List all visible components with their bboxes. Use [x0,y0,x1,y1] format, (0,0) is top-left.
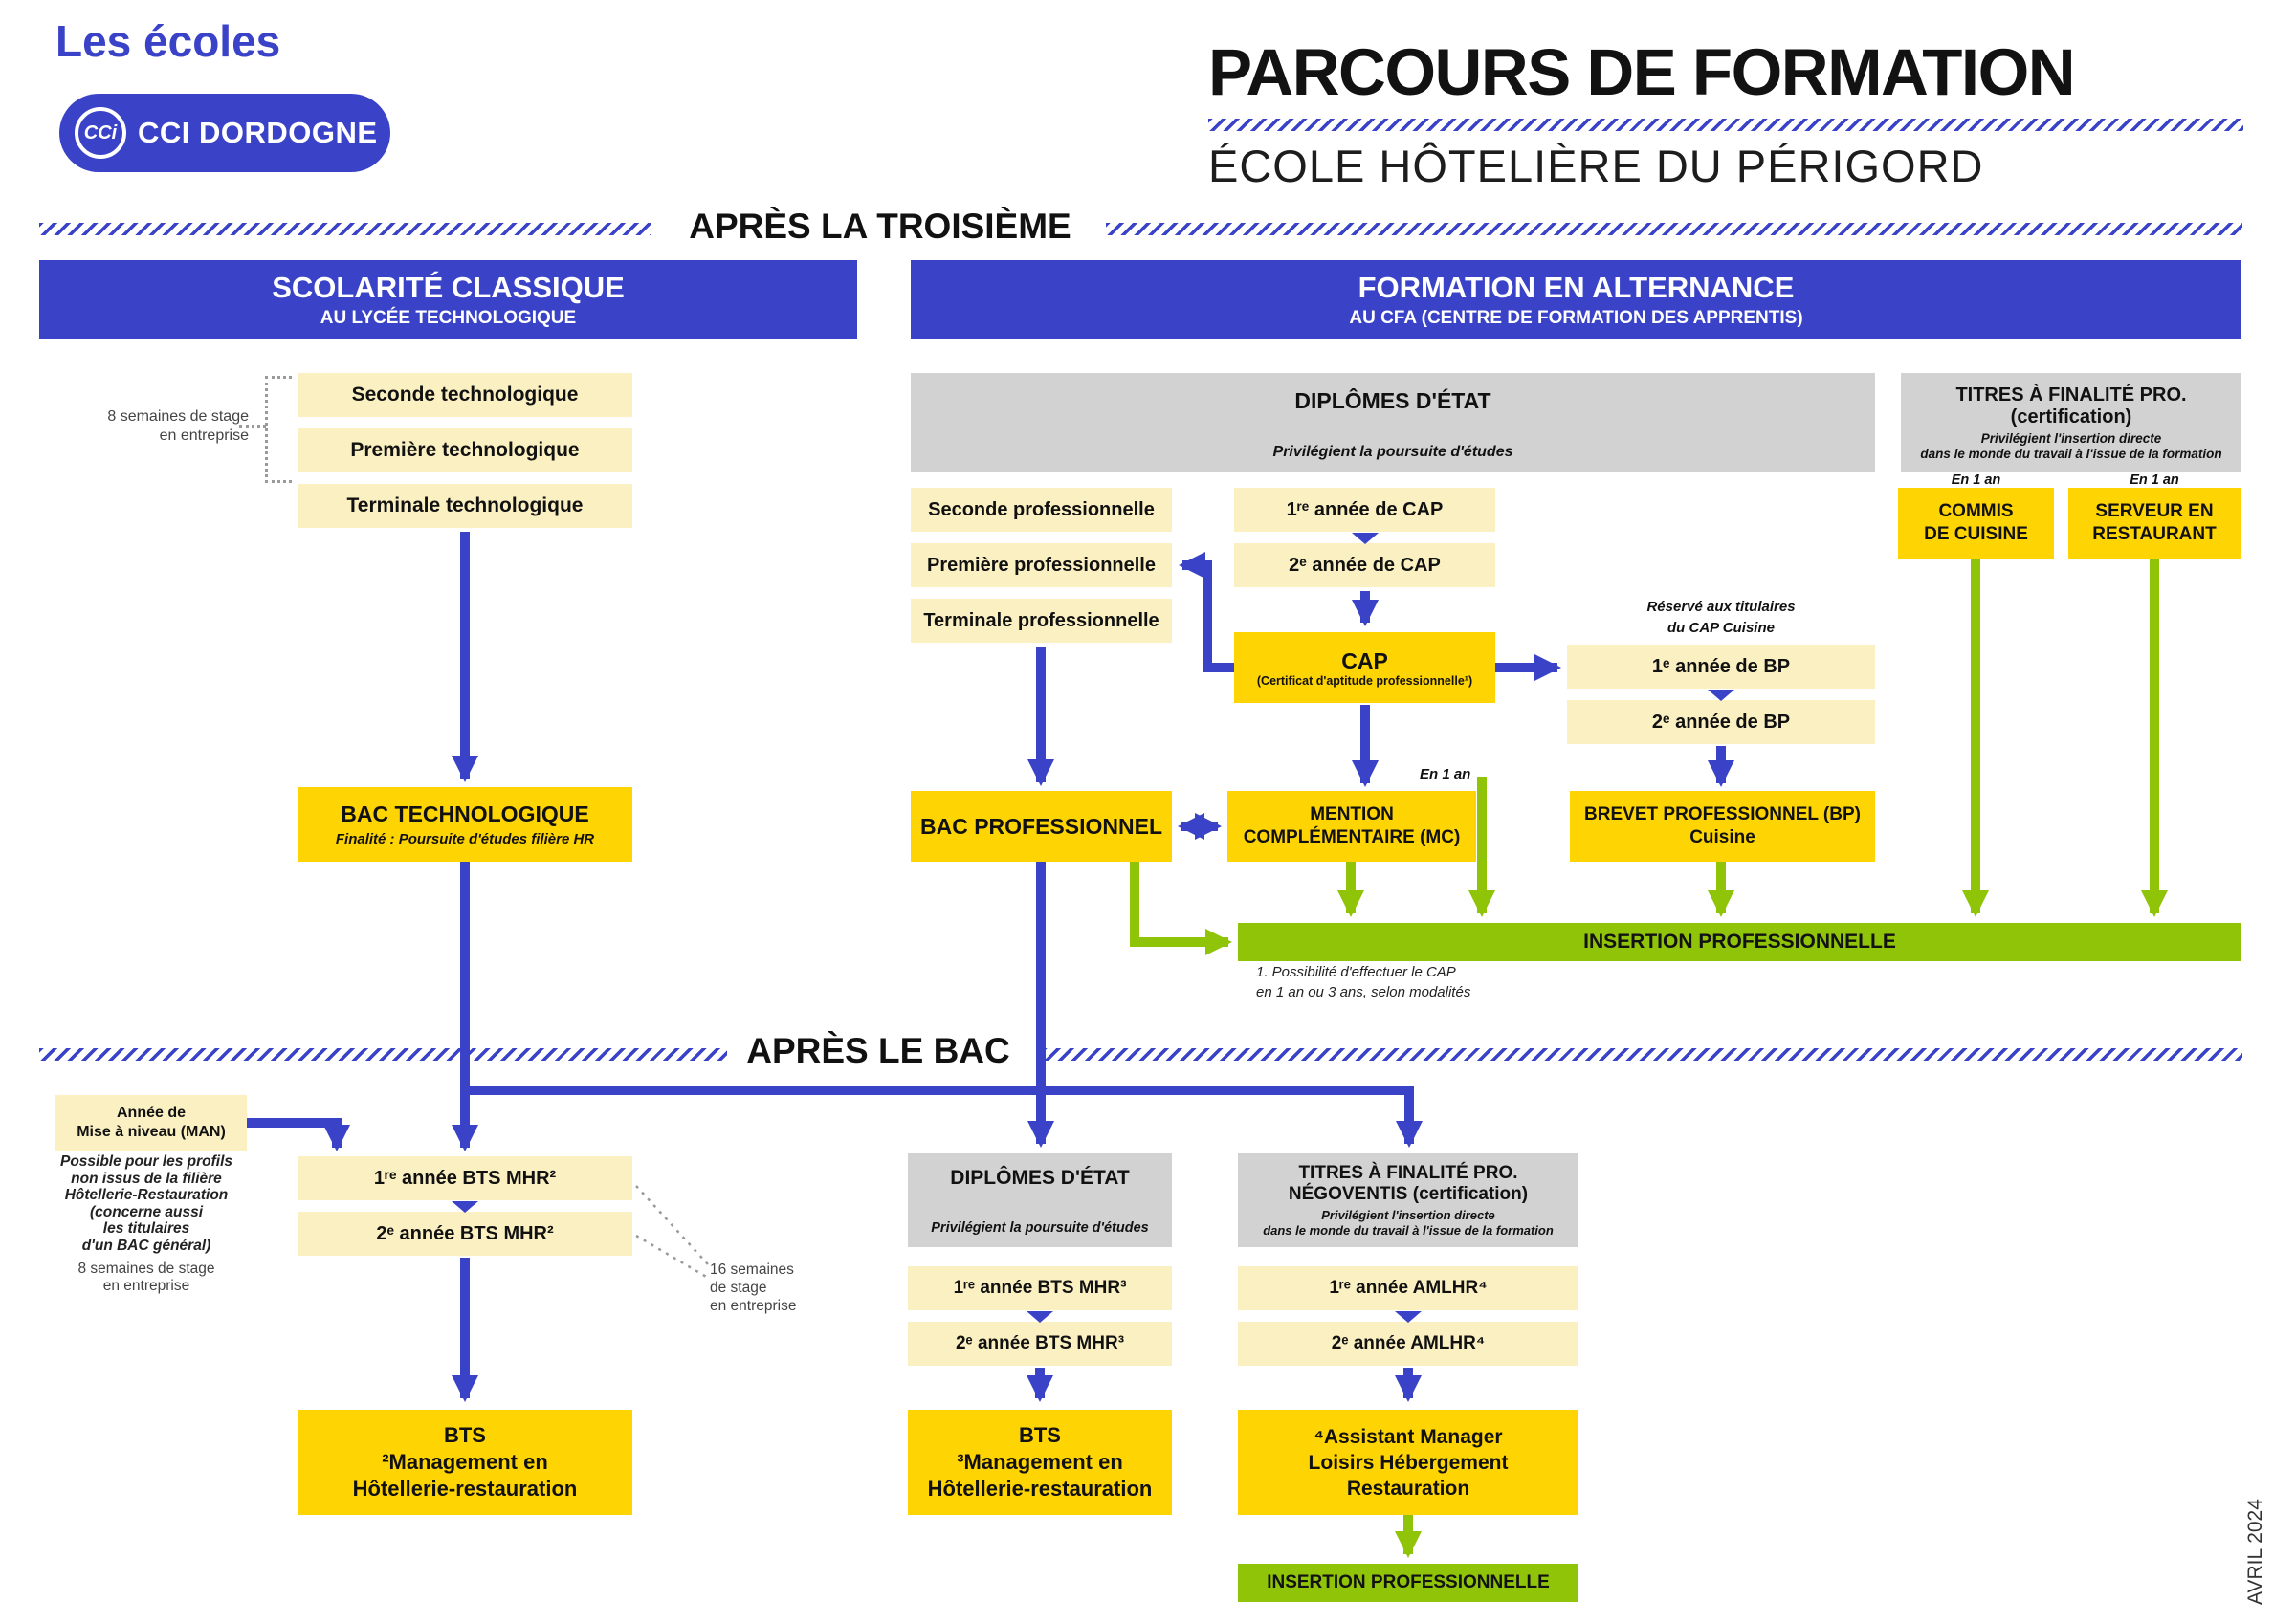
step-seconde-technologique: Seconde technologique [298,373,632,417]
diploma-bac-professionnel: BAC PROFESSIONNEL [911,791,1172,862]
track-header-alternance: FORMATION EN ALTERNANCE AU CFA (CENTRE D… [911,260,2241,339]
insertion-professionnelle-bar: INSERTION PROFESSIONNELLE [1238,923,2241,961]
group-subtitle: Privilégient la poursuite d'études [931,1220,1149,1236]
title-serveur-en-restaurant: SERVEUR EN RESTAURANT [2068,488,2241,559]
step-bts-mhr3-annee-1: 1ʳᵉ année BTS MHR³ [908,1266,1172,1310]
step-terminale-professionnelle: Terminale professionnelle [911,599,1172,643]
track-title: FORMATION EN ALTERNANCE [1358,270,1795,304]
group-title: DIPLÔMES D'ÉTAT [1294,388,1491,413]
step-bp-annee-1: 1ᵉ année de BP [1567,645,1875,689]
diploma-brevet-professionnel: BREVET PROFESSIONNEL (BP) Cuisine [1570,791,1875,862]
group-title: TITRES À FINALITÉ PRO. NÉGOVENTIS (certi… [1288,1163,1529,1204]
track-title: SCOLARITÉ CLASSIQUE [272,270,625,304]
cci-logo-icon: CCi [75,107,126,159]
diploma-assistant-manager: ⁴Assistant Manager Loisirs Hébergement R… [1238,1410,1578,1515]
arrow-connector-to-titres-negoventis [465,1086,1423,1148]
note-en-1-an-commis: En 1 an [1951,472,2001,488]
diploma-bac-technologique: BAC TECHNOLOGIQUE Finalité : Poursuite d… [298,787,632,862]
stage-note-troisieme: 8 semaines de stage en entreprise [107,408,249,444]
section-title-troisieme: APRÈS LA TROISIÈME [689,207,1071,246]
step-mise-a-niveau: Année de Mise à niveau (MAN) [55,1095,247,1151]
group-diplomes-etat-bac: DIPLÔMES D'ÉTAT Privilégient la poursuit… [908,1153,1172,1247]
step-terminale-technologique: Terminale technologique [298,484,632,528]
group-subtitle: Privilégient l'insertion directe dans le… [1263,1208,1554,1238]
track-subtitle: AU LYCÉE TECHNOLOGIQUE [320,307,577,328]
stage-bracket-leader [239,425,266,428]
brand-title: Les écoles [55,16,281,66]
insertion-professionnelle-bar-2: INSERTION PROFESSIONNELLE [1238,1564,1578,1602]
group-subtitle: Privilégient l'insertion directe dans le… [1920,430,2222,461]
note-man-profils: Possible pour les profils non issus de l… [59,1153,232,1254]
stage-bracket-line [265,376,268,483]
arrow-cap-to-premiere-pro [1179,552,1234,672]
page-title: PARCOURS DE FORMATION [1208,35,2076,109]
section-hatch-left [39,223,651,235]
stage-bracket-tick-bottom [265,480,292,483]
date-note: AVRIL 2024 [2244,1499,2266,1605]
step-amlhr-annee-1: 1ʳᵉ année AMLHR⁴ [1238,1266,1578,1310]
step-bp-annee-2: 2ᵉ année de BP [1567,700,1875,744]
track-header-classique: SCOLARITÉ CLASSIQUE AU LYCÉE TECHNOLOGIQ… [39,260,857,339]
note-en-1-an-serveur: En 1 an [2130,472,2179,488]
track-subtitle: AU CFA (CENTRE DE FORMATION DES APPRENTI… [1349,307,1803,328]
group-titres-negoventis: TITRES À FINALITÉ PRO. NÉGOVENTIS (certi… [1238,1153,1578,1247]
diploma-cap: CAP (Certificat d'aptitude professionnel… [1234,632,1495,703]
arrow-bacpro-to-insertion [1130,862,1232,955]
note-en-1-an-mc: En 1 an [1420,766,1471,782]
step-bts-mhr3-annee-2: 2ᵉ année BTS MHR³ [908,1322,1172,1366]
step-premiere-professionnelle: Première professionnelle [911,543,1172,587]
title-hatch-line [1208,119,2243,131]
note-reserve-cap-cuisine: Réservé aux titulaires du CAP Cuisine [1646,599,1796,636]
step-premiere-technologique: Première technologique [298,428,632,472]
stage-bracket-tick-top [265,376,292,379]
dotted-leader-stage16-a [635,1185,709,1265]
step-cap-annee-1: 1ʳᵉ année de CAP [1234,488,1495,532]
section-hatch-right [1106,223,2242,235]
dotted-leader-stage16-b [635,1234,709,1280]
group-title: TITRES À FINALITÉ PRO. (certification) [1955,384,2187,428]
diploma-title: BAC TECHNOLOGIQUE [341,801,589,826]
diploma-subtitle: (Certificat d'aptitude professionnelle¹) [1256,673,1473,688]
arrow-man-to-bts [247,1118,350,1151]
section-hatch-right-2 [1043,1048,2242,1061]
diploma-subtitle: Finalité : Poursuite d'études filière HR [335,831,595,847]
step-cap-annee-2: 2ᵉ année de CAP [1234,543,1495,587]
stage-note-bts: 8 semaines de stage en entreprise [77,1261,215,1294]
step-bts-mhr2-annee-1: 1ʳᵉ année BTS MHR² [298,1156,632,1200]
diploma-bts-mhr3: BTS ³Management en Hôtellerie-restaurati… [908,1410,1172,1515]
group-subtitle: Privilégient la poursuite d'études [1272,444,1513,460]
footnote-cap: 1. Possibilité d'effectuer le CAP en 1 a… [1256,964,1471,1000]
logo-label: CCI DORDOGNE [138,116,378,149]
title-commis-de-cuisine: COMMIS DE CUISINE [1898,488,2054,559]
diploma-title: CAP [1341,647,1388,673]
stage-16-semaines-note: 16 semaines de stage en entreprise [710,1261,797,1314]
group-diplomes-etat: DIPLÔMES D'ÉTAT Privilégient la poursuit… [911,373,1875,472]
page-subtitle: ÉCOLE HÔTELIÈRE DU PÉRIGORD [1208,141,1984,191]
section-hatch-left-2 [39,1048,727,1061]
section-title-bac: APRÈS LE BAC [746,1031,1010,1070]
group-title: DIPLÔMES D'ÉTAT [950,1167,1130,1189]
group-titres-pro: TITRES À FINALITÉ PRO. (certification) P… [1901,373,2241,472]
diploma-bts-mhr2: BTS ²Management en Hôtellerie-restaurati… [298,1410,632,1515]
step-seconde-professionnelle: Seconde professionnelle [911,488,1172,532]
step-bts-mhr2-annee-2: 2ᵉ année BTS MHR² [298,1212,632,1256]
cci-dordogne-logo: CCi CCI DORDOGNE [59,94,390,172]
diploma-mention-complementaire: MENTION COMPLÉMENTAIRE (MC) [1227,791,1476,862]
step-amlhr-annee-2: 2ᵉ année AMLHR⁴ [1238,1322,1578,1366]
